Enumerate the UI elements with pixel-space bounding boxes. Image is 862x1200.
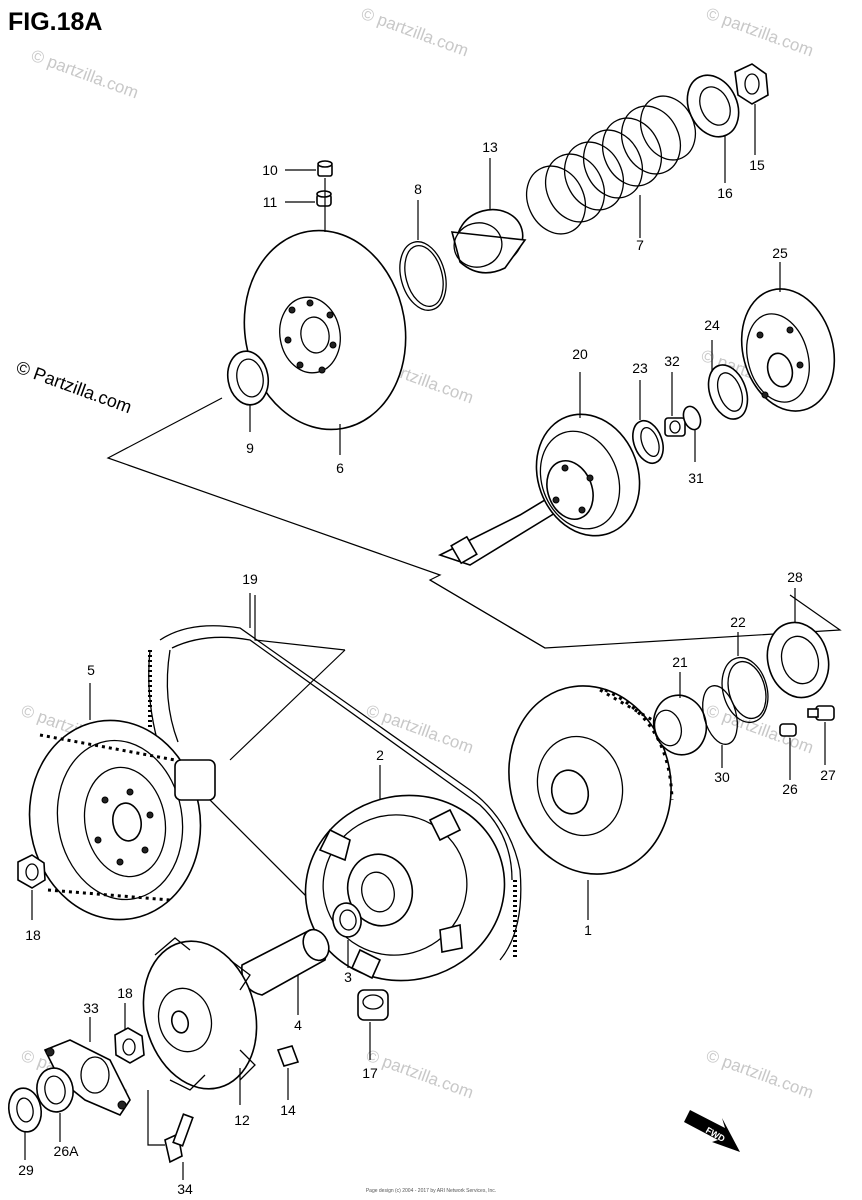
part-15-nut	[734, 63, 769, 155]
part-22-ring	[721, 632, 769, 724]
watermark: © partzilla.com	[29, 46, 141, 102]
part-34-bolt	[147, 1090, 194, 1180]
callout-31: 31	[688, 470, 704, 486]
callout-13: 13	[482, 139, 498, 155]
part-8-o-ring	[399, 200, 447, 311]
callout-12: 12	[234, 1112, 250, 1128]
part-21-bearing	[652, 672, 708, 756]
callout-25: 25	[772, 245, 788, 261]
callout-20: 20	[572, 346, 588, 362]
callout-23: 23	[632, 360, 648, 376]
part-25-clutch-drum	[740, 262, 836, 412]
part-18-lower-nut	[114, 1003, 145, 1064]
callout-32: 32	[664, 353, 680, 369]
part-5-drive-face	[28, 683, 216, 921]
watermark: © partzilla.com	[704, 1046, 816, 1102]
callout-7: 7	[636, 237, 644, 253]
callout-8: 8	[414, 181, 422, 197]
callout-24: 24	[704, 317, 720, 333]
callout-9: 9	[246, 440, 254, 456]
copyright-note: Page design (c) 2004 - 2017 by ARI Netwo…	[366, 1188, 496, 1194]
callout-19: 19	[242, 571, 258, 587]
part-9-bearing	[226, 350, 270, 432]
brand-watermark: © Partzilla.com	[14, 357, 135, 417]
callout-6: 6	[336, 460, 344, 476]
callout-26: 26	[782, 781, 798, 797]
callout-33: 33	[83, 1000, 99, 1016]
part-11-collar	[285, 190, 332, 207]
part-23-ring	[632, 380, 664, 465]
part-31-washer	[682, 405, 702, 462]
part-26a-seal	[36, 1067, 74, 1142]
part-3-seal	[332, 902, 362, 968]
part-13-sleeve	[450, 158, 527, 274]
part-17-bearing	[357, 989, 389, 1060]
callout-15: 15	[749, 157, 765, 173]
callout-26a: 26A	[54, 1143, 80, 1159]
watermark: © partzilla.com	[704, 4, 816, 60]
part-28-bearing	[766, 588, 830, 699]
watermark: © partzilla.com	[364, 1046, 476, 1102]
part-24-clutch-bearing	[707, 340, 749, 420]
part-6-drive-face	[243, 178, 407, 455]
fwd-arrow-icon: FWD	[684, 1110, 740, 1152]
callout-18-lower: 18	[117, 985, 133, 1001]
part-12-fan	[142, 937, 258, 1105]
part-26-washer	[779, 723, 797, 780]
part-16-washer	[686, 74, 740, 183]
callout-28: 28	[787, 569, 803, 585]
callout-14: 14	[280, 1102, 296, 1118]
part-1-driven-face	[508, 685, 674, 920]
callout-1: 1	[584, 922, 592, 938]
part-14-clip	[276, 1045, 300, 1100]
part-2-movable-drive-face	[304, 765, 506, 982]
part-4-sleeve	[241, 928, 330, 1015]
callout-4: 4	[294, 1017, 302, 1033]
part-7-spring	[525, 95, 697, 238]
callout-22: 22	[730, 614, 746, 630]
part-27-bolt	[807, 705, 835, 765]
callout-21: 21	[672, 654, 688, 670]
callout-17: 17	[362, 1065, 378, 1081]
callout-30: 30	[714, 769, 730, 785]
callout-27: 27	[820, 767, 836, 783]
callout-labels: 10 11 8 13 7 16 15 9 6 20 23 32 24 25 31…	[18, 139, 836, 1197]
callout-11: 11	[263, 194, 278, 210]
part-20-driven-shaft	[437, 372, 641, 566]
part-29-seal	[7, 1087, 43, 1160]
assembly-guide-lines	[106, 397, 842, 761]
callout-2: 2	[376, 747, 384, 763]
part-32-nut	[664, 372, 686, 437]
watermark: © partzilla.com	[359, 4, 471, 60]
callout-16: 16	[717, 185, 733, 201]
part-10-bolt	[285, 160, 333, 177]
callout-3: 3	[344, 969, 352, 985]
watermark: © partzilla.com	[704, 701, 816, 757]
part-30-o-ring	[702, 685, 738, 768]
figure-title: FIG.18A	[8, 8, 102, 36]
callout-18-upper: 18	[25, 927, 41, 943]
callout-5: 5	[87, 662, 95, 678]
callout-29: 29	[18, 1162, 34, 1178]
part-19-drive-belt	[148, 593, 522, 961]
part-18-nut	[17, 854, 46, 920]
callout-10: 10	[262, 162, 278, 178]
callout-34: 34	[177, 1181, 193, 1197]
